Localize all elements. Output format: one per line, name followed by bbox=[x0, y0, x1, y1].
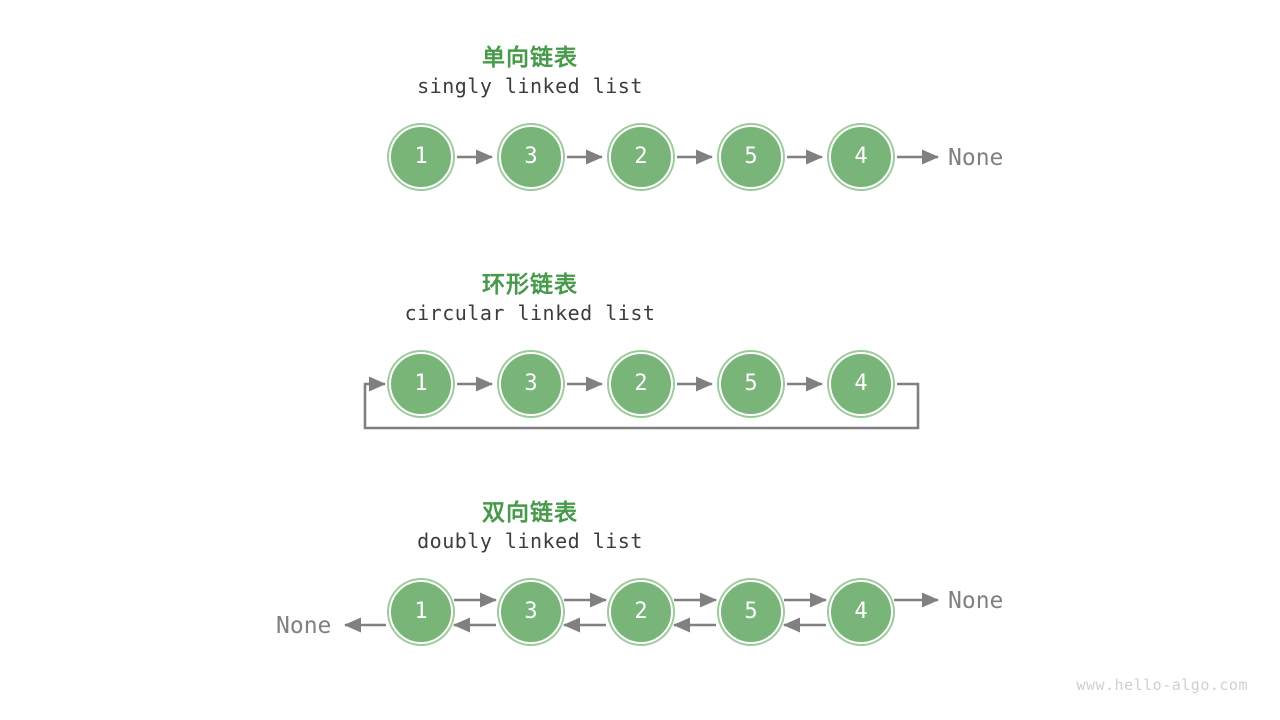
singly-title: 单向链表 bbox=[482, 44, 578, 70]
doubly-title: 双向链表 bbox=[482, 499, 578, 525]
singly-subtitle: singly linked list bbox=[417, 74, 643, 98]
singly-node-0[interactable]: 1 bbox=[389, 125, 453, 189]
singly-node-4[interactable]: 4 bbox=[829, 125, 893, 189]
doubly-subtitle: doubly linked list bbox=[417, 529, 643, 553]
doubly-title-block: 双向链表 bbox=[0, 493, 1060, 527]
watermark: www.hello-algo.com bbox=[1076, 676, 1248, 694]
singly-node-3[interactable]: 5 bbox=[719, 125, 783, 189]
doubly-head-none-label: None bbox=[276, 613, 332, 639]
doubly-node-4[interactable]: 4 bbox=[829, 580, 893, 644]
singly-node-1[interactable]: 3 bbox=[499, 125, 563, 189]
singly-title-block: 单向链表 bbox=[0, 38, 1060, 72]
doubly-subtitle-block: doubly linked list bbox=[0, 529, 1060, 553]
doubly-node-2[interactable]: 2 bbox=[609, 580, 673, 644]
doubly-node-3[interactable]: 5 bbox=[719, 580, 783, 644]
singly-tail-none-label: None bbox=[948, 145, 1004, 171]
circular-node-2[interactable]: 2 bbox=[609, 352, 673, 416]
singly-subtitle-block: singly linked list bbox=[0, 74, 1060, 98]
circular-subtitle-block: circular linked list bbox=[0, 301, 1060, 325]
circular-node-3[interactable]: 5 bbox=[719, 352, 783, 416]
circular-title-block: 环形链表 bbox=[0, 265, 1060, 299]
doubly-tail-none-label: None bbox=[948, 588, 1004, 614]
circular-node-4[interactable]: 4 bbox=[829, 352, 893, 416]
circular-title: 环形链表 bbox=[482, 271, 578, 297]
doubly-node-1[interactable]: 3 bbox=[499, 580, 563, 644]
circular-node-0[interactable]: 1 bbox=[389, 352, 453, 416]
circular-subtitle: circular linked list bbox=[404, 301, 656, 325]
doubly-node-0[interactable]: 1 bbox=[389, 580, 453, 644]
circular-node-1[interactable]: 3 bbox=[499, 352, 563, 416]
singly-node-2[interactable]: 2 bbox=[609, 125, 673, 189]
